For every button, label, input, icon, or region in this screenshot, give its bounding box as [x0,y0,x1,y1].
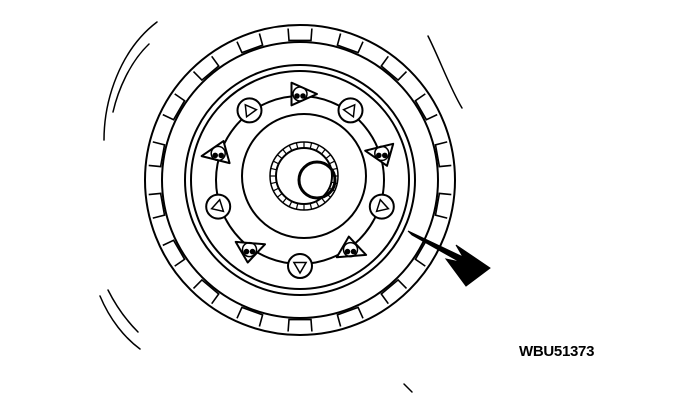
spline-tooth [277,193,283,198]
rim-notch [414,93,438,121]
rivet-triangle [368,193,395,220]
rim-notch [236,33,264,54]
rivet-ring [200,81,395,279]
spline-bore [297,160,337,200]
rivet-tab [335,235,368,259]
rivet-triangle [287,253,313,279]
rim-notch [148,192,166,219]
rivet-tab [364,142,395,167]
hub-plate [241,113,367,239]
spline-tooth [325,154,331,159]
outer-rim [144,24,456,336]
outer-housing-arc-left [103,21,158,141]
spline-hub [275,147,333,205]
outer-housing-arc-bottom-inner [107,289,139,333]
rivet-tab [200,140,231,165]
rim-notch [434,192,452,219]
rim-notch [336,306,364,327]
rim-notch [336,33,364,54]
rim-notch [236,306,264,327]
spline-tooth [321,149,326,155]
disc-face [184,64,416,296]
disc-face-inner [190,70,410,290]
spline-teeth [269,141,339,211]
rim-notch [380,55,408,82]
hub-assembly [241,113,367,239]
pressure-plate-assembly [144,24,456,336]
rim-notch [162,93,186,121]
outer-housing-arc-right-lower [403,383,413,393]
rim-notch [287,318,313,332]
outer-housing-arc-right [427,35,463,109]
callout-arrow-icon [407,230,491,287]
rivet-triangle [205,193,232,220]
spline-tooth [282,149,287,155]
background-linework [99,21,463,393]
outer-housing-arc-bottom [99,295,141,350]
rim-notch [192,278,220,305]
rivet-triangle [236,97,263,124]
spline-tooth [277,154,283,159]
spline-outer-edge [269,141,339,211]
rim-notch [287,28,313,42]
outer-rim-inner-edge [161,41,439,319]
outer-housing-arc-left-inner [112,43,150,113]
rim-notch [148,141,166,168]
rim-notches [148,28,452,332]
figure-code-label: WBU51373 [519,343,595,360]
rivet-tab [234,240,266,264]
rim-notch [434,141,452,168]
rim-notch [162,239,186,267]
rivet-tab [290,81,318,107]
rim-notch [380,278,408,305]
rivet-triangle [337,97,364,124]
spline-tooth [282,197,287,203]
rim-notch [192,55,220,82]
